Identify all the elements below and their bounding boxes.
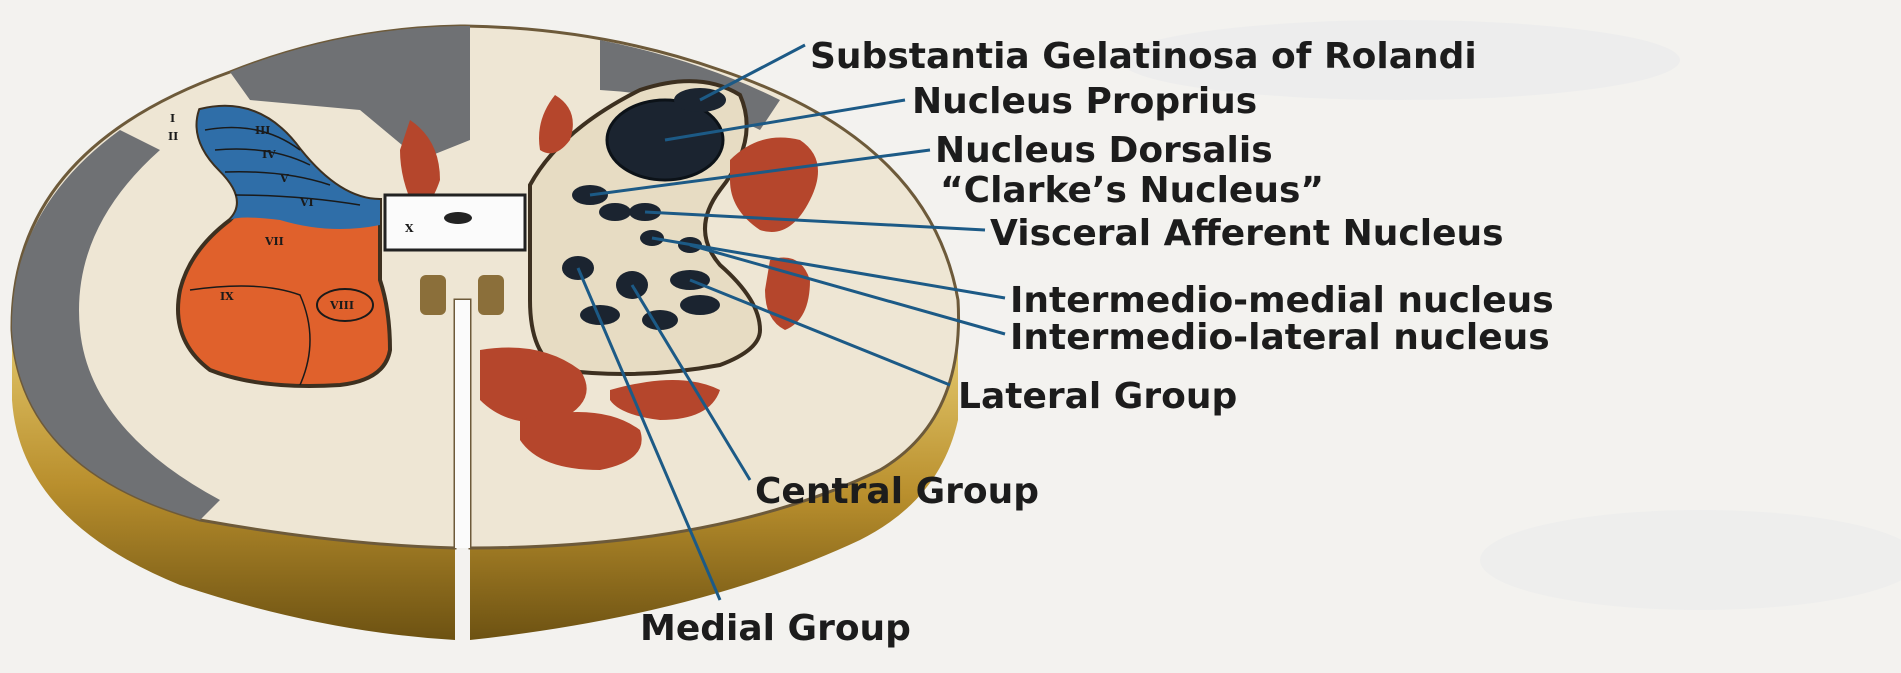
lamina-vi-label: VI xyxy=(299,196,314,209)
lamina-iv-label: IV xyxy=(262,148,276,161)
lamina-viii-label: VIII xyxy=(329,299,354,312)
label-intermedio-lateral: Intermedio-lateral nucleus xyxy=(1010,317,1550,358)
label-substantia-gelatinosa: Substantia Gelatinosa of Rolandi xyxy=(810,36,1477,77)
median-fissure xyxy=(455,300,470,548)
lamina-x-label: X xyxy=(405,222,414,235)
label-lateral-group: Lateral Group xyxy=(958,376,1237,417)
lamina-ix-label: IX xyxy=(220,290,234,303)
lamina-i-label: I xyxy=(170,112,175,125)
label-nucleus-proprius: Nucleus Proprius xyxy=(912,81,1257,122)
lamina-ii-label: II xyxy=(168,130,178,143)
lateral-group-blob-2 xyxy=(680,295,720,315)
lamina-vii-label: VII xyxy=(264,235,284,248)
central-canal xyxy=(444,212,472,224)
label-nucleus-dorsalis: Nucleus Dorsalis xyxy=(935,130,1273,171)
label-medial-group: Medial Group xyxy=(640,608,911,649)
ventral-commissure-l xyxy=(420,275,446,315)
ventral-commissure-r xyxy=(478,275,504,315)
lamina-iii-label: III xyxy=(255,124,270,137)
label-visceral-afferent: Visceral Afferent Nucleus xyxy=(990,213,1504,254)
label-clarkes-nucleus: “Clarke’s Nucleus” xyxy=(940,170,1324,211)
lamina-v-label: V xyxy=(279,172,289,185)
label-intermedio-medial: Intermedio-medial nucleus xyxy=(1010,280,1554,321)
label-central-group: Central Group xyxy=(755,471,1039,512)
visceral-afferent-blob-1 xyxy=(599,203,631,221)
cord-cross-section xyxy=(12,26,959,640)
